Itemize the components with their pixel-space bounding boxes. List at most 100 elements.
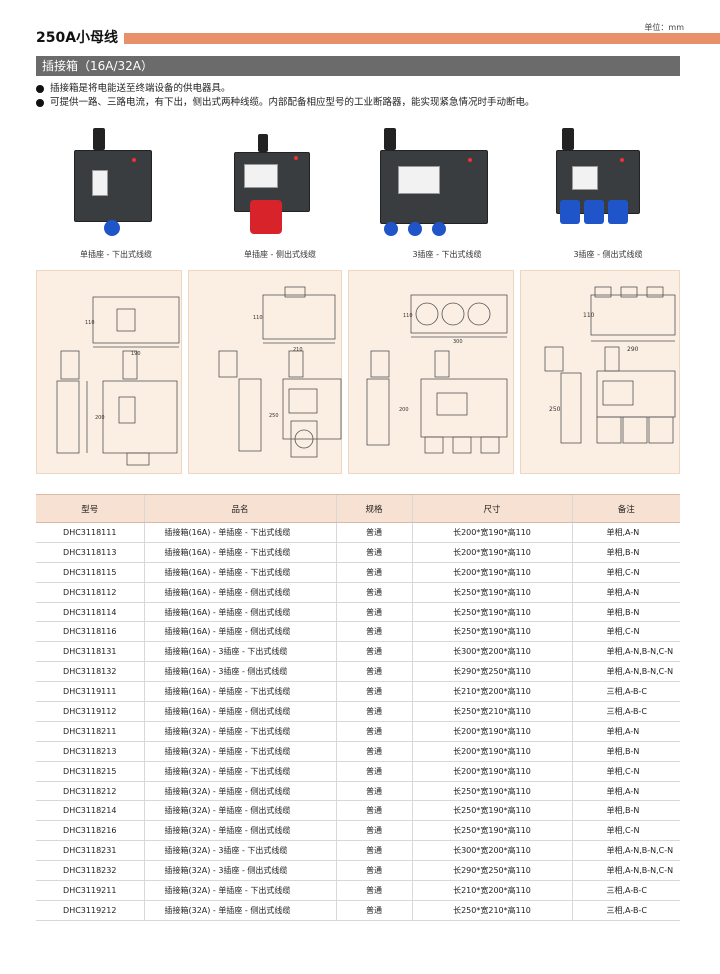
cell-remark: 单相,A-N,B-N,C-N bbox=[571, 661, 680, 683]
cell-size: 长200*宽190*高110 bbox=[411, 562, 572, 583]
dimension-label: 110 bbox=[85, 320, 95, 326]
cell-size: 长300*宽200*高110 bbox=[411, 641, 572, 663]
cell-model: DHC3119212 bbox=[36, 900, 144, 921]
dimension-label: 250 bbox=[549, 406, 561, 413]
box-body bbox=[74, 150, 152, 222]
cell-model: DHC3118212 bbox=[36, 781, 144, 802]
cell-spec: 普通 bbox=[335, 800, 412, 822]
cell-name: 插接箱(32A) - 单插座 - 侧出式线缆 bbox=[143, 800, 336, 822]
bullet-text: 插接箱是将电能送至终端设备的供电器具。 bbox=[50, 83, 231, 94]
cell-spec: 普通 bbox=[335, 840, 412, 862]
cell-remark: 单相,A-N,B-N,C-N bbox=[571, 860, 680, 882]
dimension-label: 210 bbox=[293, 347, 303, 353]
cell-size: 长290*宽250*高110 bbox=[411, 661, 572, 683]
technical-drawings: 110 190 200 110 210 250 bbox=[36, 270, 680, 474]
dimension-label: 200 bbox=[95, 415, 105, 421]
cell-remark: 单相,A-N bbox=[571, 721, 680, 742]
cell-remark: 三相,A-B-C bbox=[571, 681, 680, 703]
cell-model: DHC3118112 bbox=[36, 582, 144, 603]
cell-model: DHC3118231 bbox=[36, 840, 144, 862]
drawing-panel: 110 290 250 bbox=[520, 270, 680, 474]
socket-icon bbox=[384, 222, 398, 236]
breaker-icon bbox=[244, 164, 278, 188]
product-photo: 单插座 - 侧出式线缆 bbox=[210, 124, 350, 264]
title-accent-bar bbox=[124, 33, 720, 44]
dimension-drawing: 110 190 200 bbox=[56, 296, 180, 466]
cell-model: DHC3119112 bbox=[36, 701, 144, 722]
photo-caption: 单插座 - 侧出式线缆 bbox=[244, 250, 316, 259]
cell-size: 长200*宽190*高110 bbox=[411, 741, 572, 762]
column-header-remark: 备注 bbox=[571, 494, 680, 523]
cell-spec: 普通 bbox=[335, 621, 412, 643]
cell-size: 长200*宽190*高110 bbox=[411, 761, 572, 782]
page-header: 250A小母线 bbox=[36, 30, 720, 46]
cell-model: DHC3118216 bbox=[36, 820, 144, 842]
plug-connector bbox=[258, 134, 268, 152]
cell-name: 插接箱(32A) - 单插座 - 下出式线缆 bbox=[143, 721, 336, 742]
photo-caption: 单插座 - 下出式线缆 bbox=[80, 250, 152, 259]
cell-spec: 普通 bbox=[335, 542, 412, 563]
cell-name: 插接箱(32A) - 单插座 - 下出式线缆 bbox=[143, 741, 336, 762]
cell-size: 长200*宽190*高110 bbox=[411, 721, 572, 742]
cell-name: 插接箱(16A) - 单插座 - 下出式线缆 bbox=[143, 681, 336, 703]
socket-icon bbox=[104, 220, 120, 236]
cell-size: 长300*宽200*高110 bbox=[411, 840, 572, 862]
cell-model: DHC3118113 bbox=[36, 542, 144, 563]
cell-remark: 单相,C-N bbox=[571, 761, 680, 782]
cell-spec: 普通 bbox=[335, 721, 412, 742]
cell-spec: 普通 bbox=[335, 701, 412, 722]
cell-model: DHC3118114 bbox=[36, 602, 144, 623]
bullet-text: 可提供一路、三路电流，有下出，侧出式两种线缆。内部配备相应型号的工业断路器，能实… bbox=[50, 97, 535, 108]
cell-name: 插接箱(32A) - 3插座 - 侧出式线缆 bbox=[143, 860, 336, 882]
socket-icon bbox=[560, 200, 580, 224]
cell-name: 插接箱(32A) - 单插座 - 下出式线缆 bbox=[143, 880, 336, 901]
cell-spec: 普通 bbox=[335, 781, 412, 802]
breaker-icon bbox=[398, 166, 440, 194]
cell-remark: 单相,A-N,B-N,C-N bbox=[571, 840, 680, 862]
column-header-size: 尺寸 bbox=[411, 494, 572, 523]
dimension-label: 110 bbox=[253, 315, 263, 321]
socket-icon bbox=[584, 200, 604, 224]
cell-size: 长210*宽200*高110 bbox=[411, 880, 572, 901]
product-photo: 单插座 - 下出式线缆 bbox=[46, 124, 186, 264]
cell-spec: 普通 bbox=[335, 522, 412, 543]
photo-caption: 3插座 - 侧出式线缆 bbox=[573, 250, 643, 259]
cell-remark: 单相,A-N bbox=[571, 781, 680, 802]
dimension-label: 300 bbox=[453, 339, 463, 345]
cell-size: 长290*宽250*高110 bbox=[411, 860, 572, 882]
socket-icon bbox=[608, 200, 628, 224]
bullet-item: 可提供一路、三路电流，有下出，侧出式两种线缆。内部配备相应型号的工业断路器，能实… bbox=[36, 96, 696, 110]
cell-model: DHC3118215 bbox=[36, 761, 144, 782]
cell-remark: 单相,C-N bbox=[571, 621, 680, 643]
unit-label: 单位：mm bbox=[644, 23, 684, 32]
breaker-icon bbox=[92, 170, 108, 196]
cell-name: 插接箱(32A) - 单插座 - 下出式线缆 bbox=[143, 761, 336, 782]
cell-size: 长250*宽210*高110 bbox=[411, 701, 572, 722]
socket-icon bbox=[250, 200, 282, 234]
drawing-panel: 110 190 200 bbox=[36, 270, 182, 474]
cell-name: 插接箱(32A) - 单插座 - 侧出式线缆 bbox=[143, 820, 336, 842]
photo-caption: 3插座 - 下出式线缆 bbox=[412, 250, 482, 259]
indicator-led bbox=[468, 158, 472, 162]
cell-size: 长210*宽200*高110 bbox=[411, 681, 572, 703]
cell-remark: 单相,B-N bbox=[571, 602, 680, 623]
cell-name: 插接箱(16A) - 单插座 - 侧出式线缆 bbox=[143, 621, 336, 643]
drawing-panel: 110 210 250 bbox=[188, 270, 342, 474]
cell-spec: 普通 bbox=[335, 602, 412, 623]
cell-name: 插接箱(16A) - 3插座 - 侧出式线缆 bbox=[143, 661, 336, 683]
cell-spec: 普通 bbox=[335, 880, 412, 901]
dimension-label: 290 bbox=[627, 346, 639, 353]
cell-name: 插接箱(16A) - 单插座 - 下出式线缆 bbox=[143, 522, 336, 543]
